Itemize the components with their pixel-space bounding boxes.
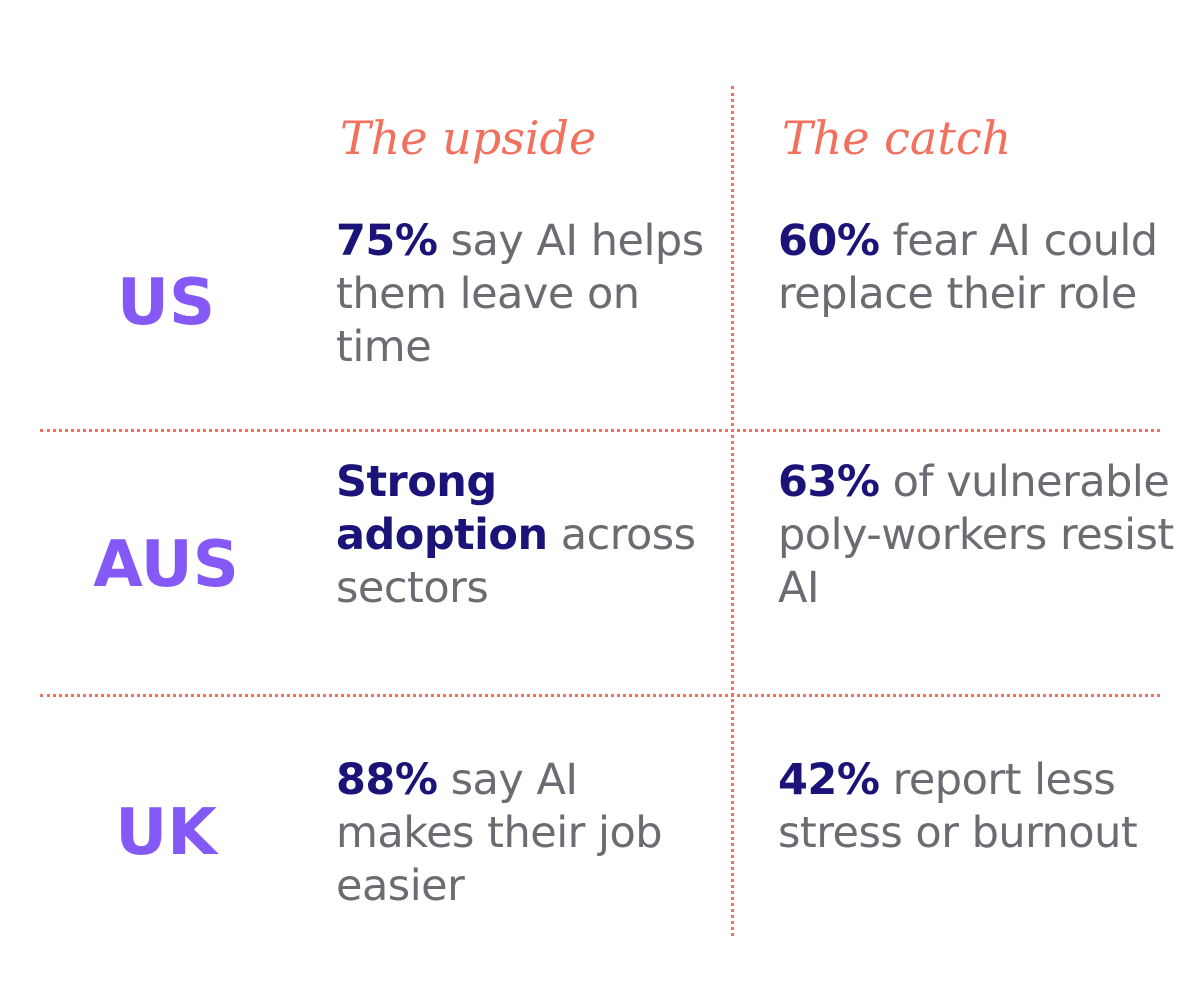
row-divider-1 — [40, 429, 1160, 432]
upside-highlight-aus: Strong adoption — [336, 457, 548, 560]
catch-cell-uk: 42% report less stress or burnout — [778, 754, 1188, 860]
catch-highlight-aus: 63% — [778, 457, 880, 507]
catch-highlight-us: 60% — [778, 216, 880, 266]
country-label-us: US — [116, 266, 216, 340]
country-label-aus: AUS — [93, 528, 239, 602]
upside-highlight-us: 75% — [336, 216, 438, 266]
catch-highlight-uk: 42% — [778, 755, 880, 805]
upside-highlight-uk: 88% — [336, 755, 438, 805]
catch-text-aus: of vulnerable poly-workers resist AI — [778, 457, 1174, 613]
column-divider — [731, 86, 734, 936]
upside-text-aus: across sectors — [336, 510, 696, 613]
upside-cell-aus: Strong adoption across sectors — [336, 456, 721, 615]
catch-text-us: fear AI could replace their role — [778, 216, 1158, 319]
upside-cell-uk: 88% say AI makes their job easier — [336, 754, 721, 913]
catch-text-uk: report less stress or burnout — [778, 755, 1138, 858]
heading-upside: The upside — [340, 111, 597, 165]
catch-cell-us: 60% fear AI could replace their role — [778, 215, 1188, 321]
upside-text-us: say AI helps them leave on time — [336, 216, 704, 372]
heading-catch: The catch — [782, 111, 1012, 165]
upside-text-uk: say AI makes their job easier — [336, 755, 663, 911]
upside-cell-us: 75% say AI helps them leave on time — [336, 215, 721, 374]
catch-cell-aus: 63% of vulnerable poly-workers resist AI — [778, 456, 1188, 615]
row-divider-2 — [40, 694, 1160, 697]
country-label-uk: UK — [115, 796, 217, 870]
